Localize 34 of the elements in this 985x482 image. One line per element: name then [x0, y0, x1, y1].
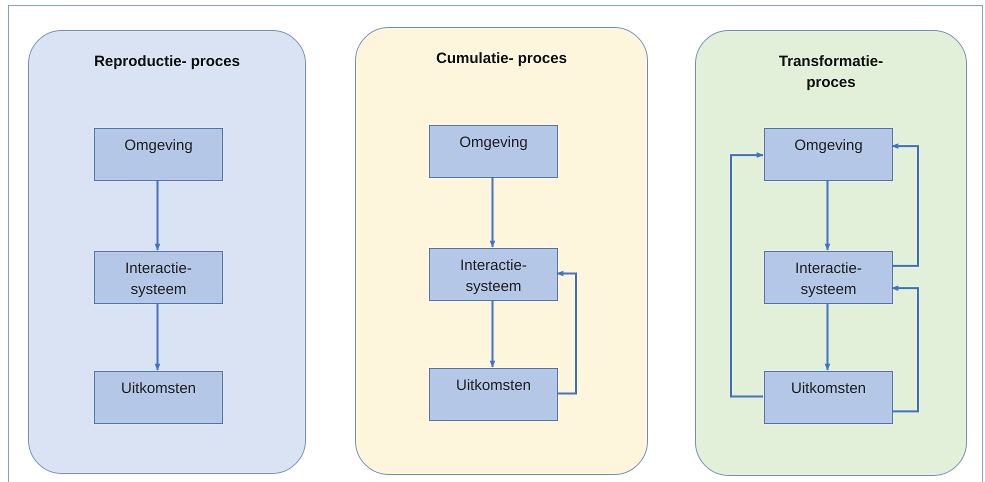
box-label: Omgeving — [459, 133, 528, 153]
process-panel — [28, 30, 306, 474]
panel-heading: Cumulatie- proces — [435, 49, 568, 69]
arrow — [154, 180, 160, 251]
process-panel — [355, 27, 648, 475]
process-box — [94, 251, 223, 304]
arrow — [490, 300, 496, 368]
process-box — [429, 368, 558, 421]
arrow — [824, 180, 830, 251]
box-label: Interactie- systeem — [459, 256, 528, 297]
process-box — [429, 125, 558, 178]
box-label: Interactie- systeem — [124, 259, 193, 300]
process-box — [429, 248, 558, 301]
process-box — [764, 371, 893, 424]
arrow — [824, 303, 830, 371]
arrow — [154, 303, 160, 371]
process-box — [94, 371, 223, 424]
panel-heading: Reproductie- proces — [93, 52, 241, 72]
arrow — [891, 285, 919, 412]
box-label: Uitkomsten — [790, 379, 866, 399]
process-box — [764, 128, 893, 181]
box-label: Omgeving — [124, 136, 193, 156]
box-label: Uitkomsten — [120, 379, 196, 399]
arrow — [730, 152, 764, 398]
box-label: Uitkomsten — [456, 376, 532, 396]
box-label: Interactie- systeem — [794, 259, 863, 300]
process-box — [94, 128, 223, 181]
arrow — [556, 270, 577, 394]
arrow — [891, 143, 919, 267]
process-panel — [695, 30, 967, 476]
arrow — [490, 177, 496, 248]
box-label: Omgeving — [794, 136, 863, 156]
panel-heading: Transformatie- proces — [778, 52, 884, 93]
process-box — [764, 251, 893, 304]
